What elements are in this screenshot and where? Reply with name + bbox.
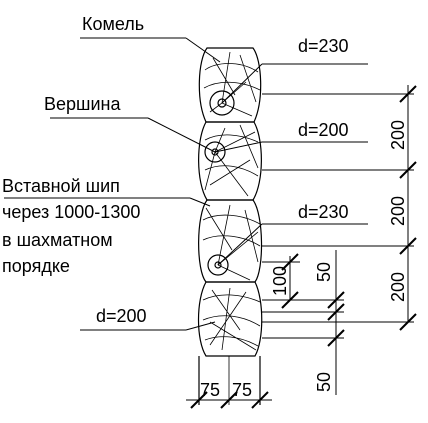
label-diameter-2: d=200 xyxy=(298,120,349,140)
dim-bottom-left: 75 xyxy=(200,380,220,400)
log-2 xyxy=(198,121,262,201)
label-ship-line3: в шахматном xyxy=(2,230,113,250)
dim-bottom-right: 75 xyxy=(232,380,252,400)
dim-inner-50-bottom: 50 xyxy=(314,372,334,392)
label-ship-line4: порядке xyxy=(2,256,70,276)
leader-lines xyxy=(4,37,368,331)
label-komel: Комель xyxy=(82,14,144,34)
dim-inner-100: 100 xyxy=(270,266,290,296)
log-4 xyxy=(197,281,263,357)
label-diameter-3: d=230 xyxy=(298,202,349,222)
dim-inner-50-top: 50 xyxy=(314,262,334,282)
label-vershina: Вершина xyxy=(44,94,121,114)
dimension-lines xyxy=(186,85,417,409)
log-3 xyxy=(198,199,263,283)
dim-right-bottom: 200 xyxy=(388,272,408,302)
label-diameter-1: d=230 xyxy=(298,36,349,56)
label-diameter-4: d=200 xyxy=(96,306,147,326)
dim-right-mid: 200 xyxy=(388,196,408,226)
label-ship-line2: через 1000-1300 xyxy=(2,202,140,222)
dim-right-top: 200 xyxy=(388,120,408,150)
label-ship-line1: Вставной шип xyxy=(2,176,120,196)
log-stack xyxy=(197,47,263,405)
log-1 xyxy=(198,47,262,123)
